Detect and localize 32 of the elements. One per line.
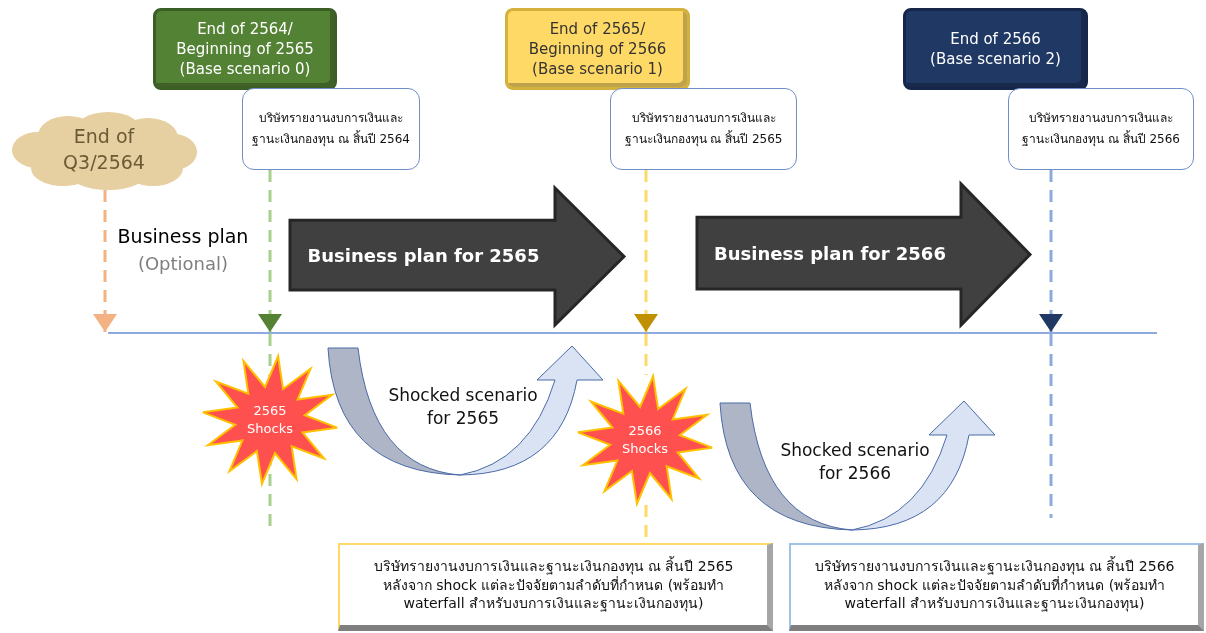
report-text: บริษัทรายงานงบการเงินและฐานะเงินกองทุน ณ สิ้นปี 2565: [623, 110, 784, 149]
arrow-label: Business plan for 2565: [306, 244, 541, 269]
cloud-label: End of Q3/2564: [62, 124, 146, 175]
milestone-label: End of 2565/ Beginning of 2566 (Base scenario 1): [527, 18, 668, 80]
plan-note: (Optional): [136, 252, 230, 276]
milestone-box: [153, 8, 337, 90]
dashed-line: [1049, 334, 1053, 518]
milestone-label: End of 2564/ Beginning of 2565 (Base scenario 0): [175, 18, 315, 80]
report-text: บริษัทรายงานงบการเงินและฐานะเงินกองทุน ณ สิ้นปี 2565 หลังจาก shock แต่ละปัจจัยตามลำดับที่กำหนด (พร้อมทำ waterfall สำหรับงบการเงินและฐานะเงินกองทุน): [372, 556, 735, 614]
report-text: บริษัทรายงานงบการเงินและฐานะเงินกองทุน ณ สิ้นปี 2566 หลังจาก shock แต่ละปัจจัยตามลำดับที่กำหนด (พร้อมทำ waterfall สำหรับงบการเงินและฐานะเงินกองทุน): [813, 556, 1176, 614]
dashed-line: [644, 334, 648, 375]
timeline: [108, 332, 1157, 334]
arrow-label: Business plan for 2566: [713, 242, 947, 267]
shock-label: 2566 Shocks: [621, 422, 669, 458]
report-box: [610, 88, 797, 170]
report-box: [1008, 88, 1194, 170]
scenario-label: Shocked scenario for 2565: [387, 384, 539, 430]
milestone-box: [505, 8, 690, 90]
scenario-label: Shocked scenario for 2566: [779, 439, 931, 485]
result-box: [338, 543, 773, 631]
report-text: บริษัทรายงานงบการเงินและฐานะเงินกองทุน ณ สิ้นปี 2566: [1021, 110, 1181, 149]
dashed-arrow: [93, 190, 117, 332]
milestone-box: [903, 8, 1088, 90]
milestone-label: End of 2566 (Base scenario 2): [929, 28, 1062, 70]
report-text: บริษัทรายงานงบการเงินและฐานะเงินกองทุน ณ สิ้นปี 2564: [251, 110, 411, 149]
dashed-arrow: [634, 170, 658, 332]
dashed-arrow: [258, 170, 282, 332]
result-box: [789, 543, 1204, 631]
report-box: [242, 88, 420, 170]
shock-label: 2565 Shocks: [246, 402, 294, 438]
plan-label: Business plan: [116, 224, 250, 249]
dashed-arrow: [1039, 170, 1063, 332]
